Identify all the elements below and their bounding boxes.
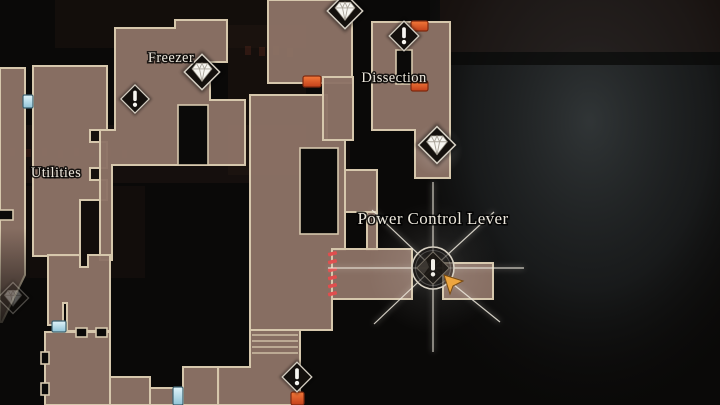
bottom-left-notch-a [40,351,50,365]
cyan-door-west [22,94,34,109]
bottom-room-c [182,366,220,405]
bottom-left-notch-c [75,327,88,338]
utilities-south-room [47,254,111,332]
bottom-left-notch-d [95,327,108,338]
orange-door-north-block [302,75,322,88]
callout-label-power-control-lever: Power Control Lever [357,209,508,228]
orange-door-dissection-left [410,80,429,92]
map-markers [118,0,463,395]
north-connector [322,76,354,141]
central-void [299,147,339,235]
room-label-utilities: Utilities [31,165,81,181]
map-labels: Freezer Dissection Utilities Power Contr… [29,49,509,230]
dissection-annex-room [344,169,378,213]
marker-exclamation-diamond [416,251,450,285]
ladder [327,251,338,297]
bottom-room-b [149,387,177,405]
left-strip-notch [0,209,14,221]
marker-circle-inner [415,250,451,286]
stairs [252,334,298,354]
exclamation-circle-marker[interactable] [328,182,524,352]
cyan-door-bottom [172,386,184,405]
cyan-door-south [51,320,67,333]
room-label-dissection: Dissection [361,70,427,86]
bottom-room-a [109,376,151,405]
room-label-freezer: Freezer [148,50,194,66]
bottom-left-room [44,331,111,405]
freezer-void [177,104,209,166]
selection-arrow-cursor [443,274,465,296]
bottom-left-notch-b [40,382,50,396]
